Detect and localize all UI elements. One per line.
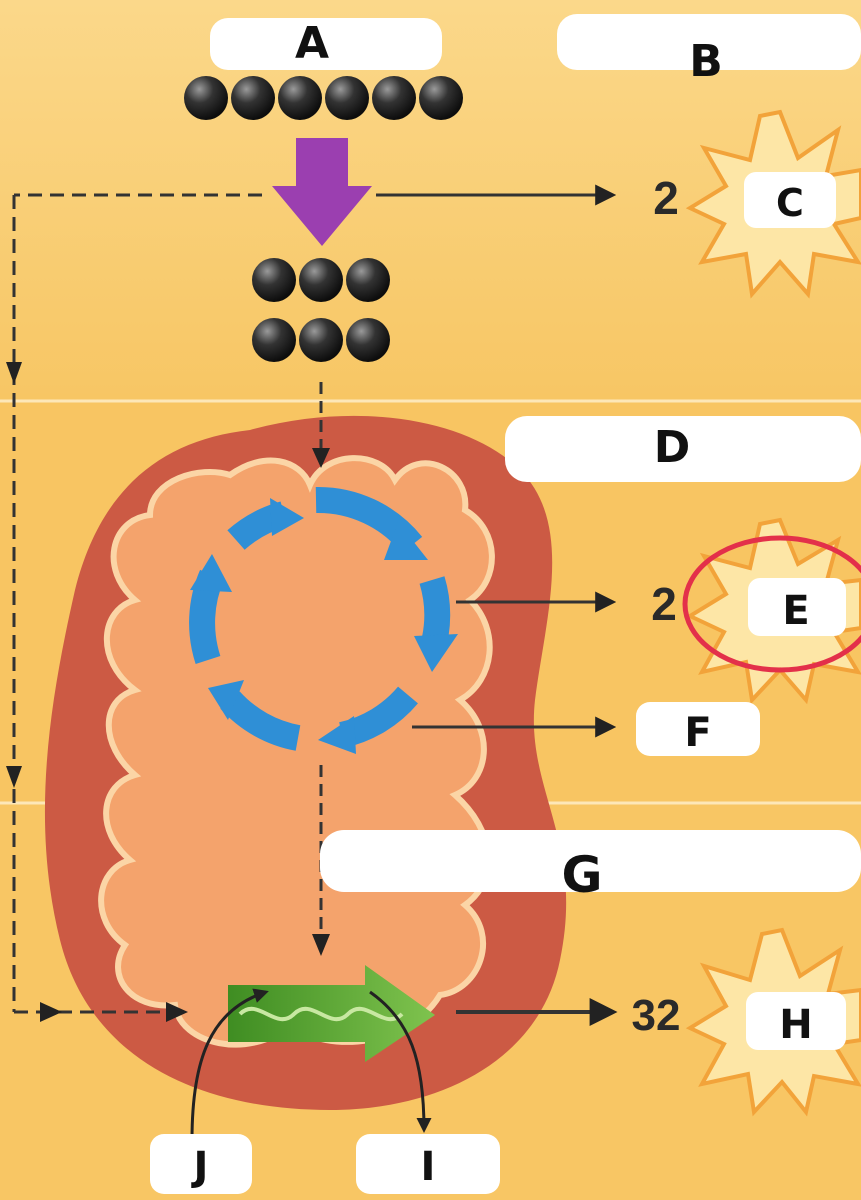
- arrowhead-into-cycle: [312, 448, 330, 468]
- energy-burst-e: E: [682, 517, 861, 705]
- label-j: J: [191, 1144, 209, 1190]
- label-h: H: [779, 1002, 812, 1048]
- cycle-arrowhead: [384, 522, 428, 560]
- molecule: [252, 318, 296, 362]
- label-box-g: [320, 830, 861, 892]
- green-arrow-shape: [228, 965, 435, 1062]
- label-box-b: [557, 14, 861, 70]
- mitochondrion-inner-membrane: [98, 455, 495, 1048]
- molecule-row-top: [184, 76, 463, 120]
- label-box-e: [748, 578, 846, 636]
- molecule: [278, 76, 322, 120]
- molecule: [346, 318, 390, 362]
- molecule: [231, 76, 275, 120]
- arrowhead-right-1: [40, 1002, 62, 1022]
- cycle-arrowhead: [208, 680, 244, 720]
- label-box-f: [636, 702, 760, 756]
- molecule: [372, 76, 416, 120]
- molecule: [419, 76, 463, 120]
- arrowhead-down-2: [6, 766, 22, 788]
- molecule: [252, 258, 296, 302]
- label-b: B: [689, 36, 723, 87]
- cycle-arrowheads: [190, 498, 458, 754]
- arrowhead-right-2: [166, 1002, 188, 1022]
- cycle-arrowhead: [270, 498, 304, 536]
- molecule: [299, 318, 343, 362]
- label-c: C: [776, 181, 804, 225]
- count-stage-2: 2: [651, 578, 677, 630]
- cycle-arrowhead: [414, 634, 458, 672]
- label-e: E: [782, 588, 809, 634]
- green-transport-arrow: [228, 965, 435, 1062]
- arrowhead-to-chain: [312, 934, 330, 956]
- count-stage-3: 32: [632, 991, 681, 1040]
- label-box-h: [746, 992, 846, 1050]
- label-box-d: [505, 416, 861, 482]
- molecule: [299, 258, 343, 302]
- label-box-j: [150, 1134, 252, 1194]
- molecule-group-middle: [252, 258, 390, 362]
- cycle-arrow-4: [220, 691, 301, 751]
- label-box-a: [210, 18, 442, 70]
- cycle-arrowhead: [190, 554, 232, 592]
- energy-burst-c: C: [685, 109, 861, 299]
- count-stage-1: 2: [653, 172, 679, 224]
- label-i: I: [421, 1144, 436, 1190]
- label-box-i: [356, 1134, 500, 1194]
- molecule: [184, 76, 228, 120]
- green-arrow-wave: [238, 1006, 404, 1022]
- label-g: G: [561, 846, 602, 904]
- purple-down-arrow: [272, 138, 372, 246]
- energy-burst-h: H: [685, 927, 861, 1117]
- label-f: F: [684, 710, 711, 756]
- molecule: [346, 258, 390, 302]
- label-a: A: [295, 18, 329, 69]
- arrowhead-down-1: [6, 362, 22, 384]
- arrow-from-j: [190, 988, 269, 1141]
- highlight-circle: [682, 535, 861, 673]
- molecule: [325, 76, 369, 120]
- label-box-c: [744, 172, 836, 228]
- arrow-to-i: [369, 990, 432, 1133]
- cycle-arrowhead: [318, 716, 356, 754]
- label-d: D: [654, 422, 691, 473]
